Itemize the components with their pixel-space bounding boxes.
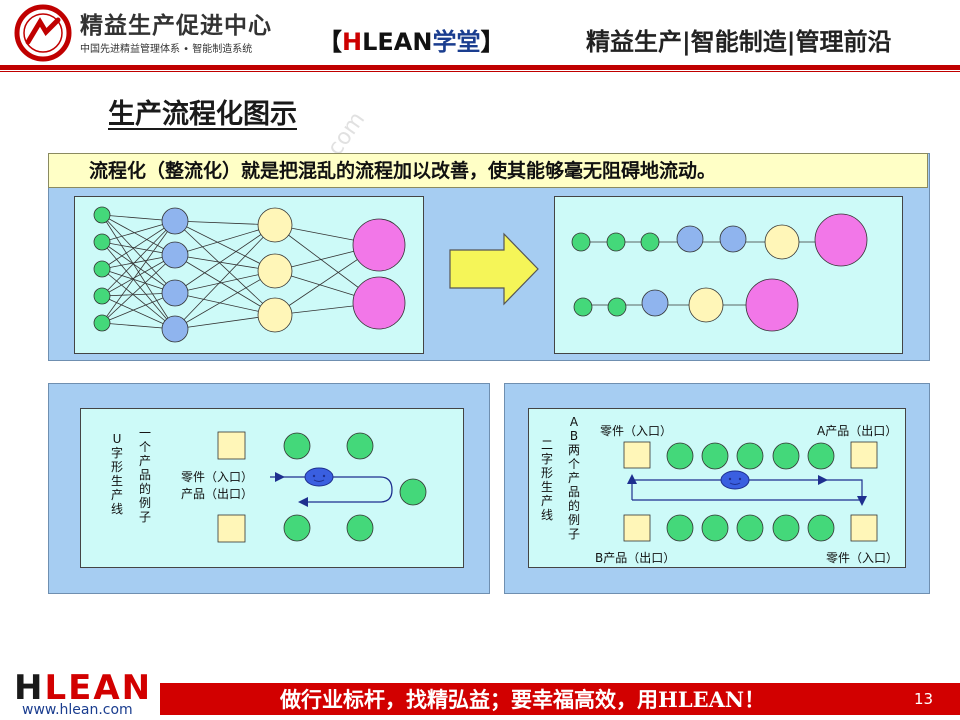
process-node bbox=[772, 442, 800, 470]
footer-bar bbox=[160, 683, 960, 715]
process-node bbox=[161, 241, 189, 269]
process-node bbox=[814, 213, 868, 267]
u-line-input-label: 零件（入口） bbox=[181, 470, 254, 484]
process-node bbox=[736, 442, 764, 470]
operator-icon bbox=[720, 470, 750, 490]
process-node bbox=[688, 287, 724, 323]
process-node bbox=[606, 232, 626, 252]
process-node bbox=[93, 233, 111, 251]
operator-icon bbox=[304, 467, 334, 487]
definition-banner: 流程化（整流化）就是把混乱的流程加以改善，使其能够毫无阻碍地流动。 bbox=[48, 153, 928, 188]
process-node bbox=[93, 314, 111, 332]
process-node bbox=[666, 514, 694, 542]
process-node bbox=[676, 225, 704, 253]
process-node bbox=[640, 232, 660, 252]
smooth-flow-diagram bbox=[554, 196, 903, 354]
footer-logo-h: H bbox=[14, 668, 45, 708]
process-node bbox=[346, 514, 374, 542]
brand-subtitle: 中国先进精益管理体系 • 智能制造系统 bbox=[80, 44, 253, 55]
footer-logo: HLEAN bbox=[14, 668, 152, 708]
process-node bbox=[161, 279, 189, 307]
header-tagline: 精益生产|智能制造|管理前沿 bbox=[586, 28, 892, 56]
header-divider-thin bbox=[0, 71, 960, 72]
transform-arrow-icon bbox=[449, 232, 539, 306]
input-box bbox=[623, 441, 651, 469]
footer-slogan: 做行业标杆，找精弘益；要幸福高效，用HLEAN！ bbox=[280, 687, 766, 712]
two-line-vertical-desc: AB两个产品的例子 bbox=[567, 415, 580, 541]
process-node bbox=[719, 225, 747, 253]
two-line-bottom-right-label: 零件（入口） bbox=[826, 551, 899, 565]
process-node bbox=[352, 276, 406, 330]
center-h: H bbox=[342, 28, 363, 56]
u-line-output-label: 产品（出口） bbox=[181, 487, 254, 501]
process-node bbox=[745, 278, 799, 332]
process-node bbox=[399, 478, 427, 506]
two-line-bottom-left-label: B产品（出口） bbox=[595, 551, 676, 565]
process-node bbox=[161, 207, 189, 235]
process-node bbox=[571, 232, 591, 252]
header-divider bbox=[0, 65, 960, 70]
page-title: 生产流程化图示 bbox=[108, 99, 297, 130]
process-node bbox=[257, 207, 293, 243]
u-line-flow bbox=[217, 431, 427, 543]
two-line-vertical-label: 二字形生产线 bbox=[540, 438, 553, 522]
output-box bbox=[623, 514, 651, 542]
bracket-open: 【 bbox=[318, 28, 342, 56]
two-line-diagram-box bbox=[528, 408, 906, 568]
process-node bbox=[93, 206, 111, 224]
process-node bbox=[283, 432, 311, 460]
process-node bbox=[283, 514, 311, 542]
u-line-diagram-box bbox=[80, 408, 464, 568]
process-node bbox=[736, 514, 764, 542]
process-node bbox=[666, 442, 694, 470]
process-node bbox=[641, 289, 669, 317]
header-center-title: 【HLEAN学堂】 bbox=[318, 22, 504, 57]
process-node bbox=[346, 432, 374, 460]
process-node bbox=[701, 442, 729, 470]
brand-title: 精益生产促进中心 bbox=[80, 13, 272, 39]
page-number: 13 bbox=[914, 690, 934, 708]
process-node bbox=[257, 297, 293, 333]
output-box bbox=[850, 441, 878, 469]
process-node bbox=[607, 297, 627, 317]
output-box bbox=[217, 514, 246, 543]
process-node bbox=[93, 287, 111, 305]
brand-logo-icon bbox=[14, 4, 72, 62]
process-node bbox=[352, 218, 406, 272]
two-line-top-left-label: 零件（入口） bbox=[600, 424, 673, 438]
process-node bbox=[257, 253, 293, 289]
two-line-flow bbox=[623, 441, 878, 542]
process-node bbox=[701, 514, 729, 542]
center-lean: LEAN bbox=[362, 28, 433, 56]
messy-flow-diagram bbox=[74, 196, 424, 354]
process-node bbox=[764, 224, 800, 260]
messy-flow-lines bbox=[101, 214, 380, 330]
process-node bbox=[161, 315, 189, 343]
bracket-close: 】 bbox=[480, 28, 505, 56]
process-node bbox=[772, 514, 800, 542]
u-line-vertical-desc: 一个产品的例子 bbox=[138, 426, 151, 524]
process-node bbox=[807, 514, 835, 542]
u-line-vertical-label: U字形生产线 bbox=[110, 432, 123, 516]
u-flow-path bbox=[270, 476, 393, 503]
two-line-top-right-label: A产品（出口） bbox=[817, 424, 898, 438]
process-node bbox=[573, 297, 593, 317]
input-box bbox=[850, 514, 878, 542]
footer-url[interactable]: www.hlean.com bbox=[22, 702, 133, 718]
process-node bbox=[93, 260, 111, 278]
process-node bbox=[807, 442, 835, 470]
input-box bbox=[217, 431, 246, 460]
center-xuetang: 学堂 bbox=[432, 28, 481, 56]
footer-logo-rest: LEAN bbox=[44, 668, 153, 708]
